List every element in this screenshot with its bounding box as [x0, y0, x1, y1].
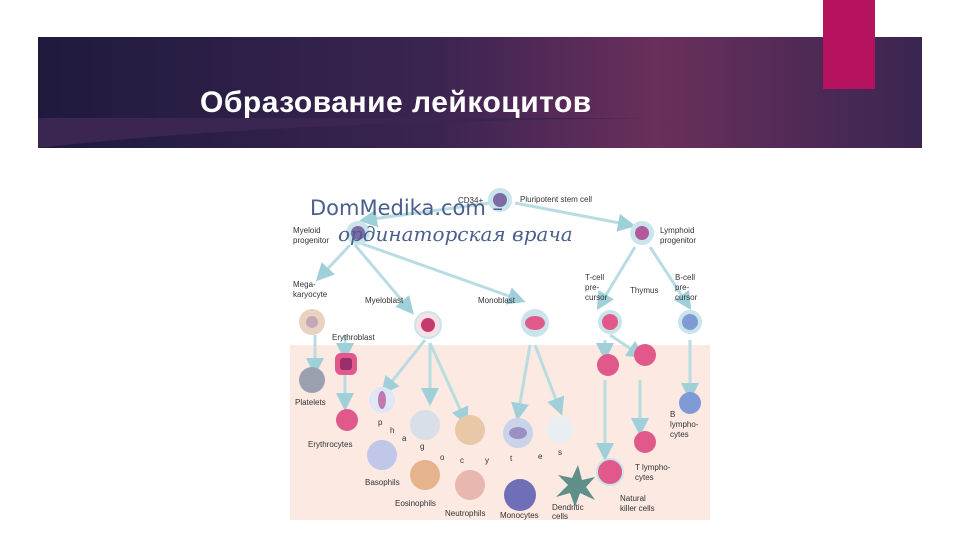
myeloid-progenitor-cell — [346, 221, 370, 245]
tcell-cell-2 — [597, 354, 619, 376]
tcell-label-2: pre- — [585, 283, 600, 292]
nk-cell — [596, 458, 624, 486]
erythroblast-label: Erythroblast — [332, 333, 375, 342]
bcell-precursor-cell — [678, 310, 702, 334]
bcell-label-1: B-cell — [675, 273, 695, 282]
accent-bar — [823, 0, 875, 89]
watermark-line-2: ординаторская врача — [338, 222, 573, 246]
tcell-precursor-cell — [598, 310, 622, 334]
erythrocyte-cell — [336, 409, 358, 431]
slide-title: Образование лейкоцитов — [200, 86, 592, 119]
blymph-label-3: cytes — [670, 430, 689, 439]
neutrophils-label: Neutrophils — [445, 509, 485, 518]
stem-cell — [488, 188, 512, 212]
erythroblast-cell — [335, 353, 357, 375]
eosinophils-label: Eosinophils — [395, 499, 436, 508]
phago-letter: e — [538, 452, 543, 461]
mega-label-1: Mega- — [293, 280, 316, 289]
myeloid-label-1: Myeloid — [293, 226, 321, 235]
tcell-label-3: cursor — [585, 293, 608, 302]
blymph-label-1: B — [670, 410, 675, 419]
platelets-label: Platelets — [295, 398, 326, 407]
watermark-line-1: DomMedika.com – — [310, 196, 503, 220]
monocytes-label: Monocytes — [500, 511, 539, 520]
title-band-curve — [38, 118, 922, 148]
leukocyte-formation-diagram: CD34+ Pluripotent stem cell Myeloid prog… — [290, 188, 710, 520]
lymphoid-progenitor-cell — [630, 221, 654, 245]
myeloid-label-2: progenitor — [293, 236, 329, 245]
nk-label-2: killer cells — [620, 504, 655, 513]
phago-letter: c — [460, 456, 464, 465]
bcell-label-2: pre- — [675, 283, 690, 292]
platelets-cluster — [299, 367, 325, 393]
cd34-label: CD34+ — [458, 196, 483, 205]
tlymph-label-1: T lympho- — [635, 463, 671, 472]
pluripotent-label: Pluripotent stem cell — [520, 195, 592, 204]
bcell-label-3: cursor — [675, 293, 698, 302]
monoblast-cell — [521, 309, 549, 337]
mega-label-2: karyocyte — [293, 290, 328, 299]
myeloblast-cell — [414, 311, 442, 339]
tcell-label-1: T-cell — [585, 273, 604, 282]
monoblast-label: Monoblast — [478, 296, 516, 305]
phago-letter: a — [402, 434, 407, 443]
monocyte-cell — [504, 479, 536, 511]
phago-letter: s — [558, 448, 562, 457]
phagocyte-cell-3 — [503, 418, 533, 448]
phago-letter: o — [440, 453, 445, 462]
blymph-label-2: lympho- — [670, 420, 699, 429]
dendritic-label-1: Dendritic — [552, 503, 584, 512]
neutrophil-cell — [455, 470, 485, 500]
thymus-cell — [634, 344, 656, 366]
dendritic-label-2: cells — [552, 512, 568, 520]
granulocyte-precursor — [369, 387, 395, 413]
myeloblast-label: Myeloblast — [365, 296, 404, 305]
phago-letter: p — [378, 418, 383, 427]
phagocytes-letters: p h a g o c y t e s — [378, 418, 562, 465]
thymus-label: Thymus — [630, 286, 658, 295]
phago-letter: g — [420, 442, 424, 451]
lymphoid-label-1: Lymphoid — [660, 226, 694, 235]
eosinophil-cell — [410, 460, 440, 490]
phagocyte-cell-1 — [410, 410, 440, 440]
phago-letter: t — [510, 454, 513, 463]
phagocyte-cell-4 — [546, 416, 574, 444]
lymphoid-label-2: progenitor — [660, 236, 696, 245]
basophils-label: Basophils — [365, 478, 400, 487]
dendritic-cell — [556, 465, 595, 507]
tlymphocyte-cell — [634, 431, 656, 453]
phago-letter: h — [390, 426, 394, 435]
nk-label-1: Natural — [620, 494, 646, 503]
erythrocytes-label: Erythrocytes — [308, 440, 352, 449]
megakaryocyte-cell — [299, 309, 325, 335]
phago-letter: y — [485, 456, 489, 465]
tlymph-label-2: cytes — [635, 473, 654, 482]
blymphocyte-cell — [679, 392, 701, 414]
basophil-cell — [367, 440, 397, 470]
phagocyte-cell-2 — [455, 415, 485, 445]
